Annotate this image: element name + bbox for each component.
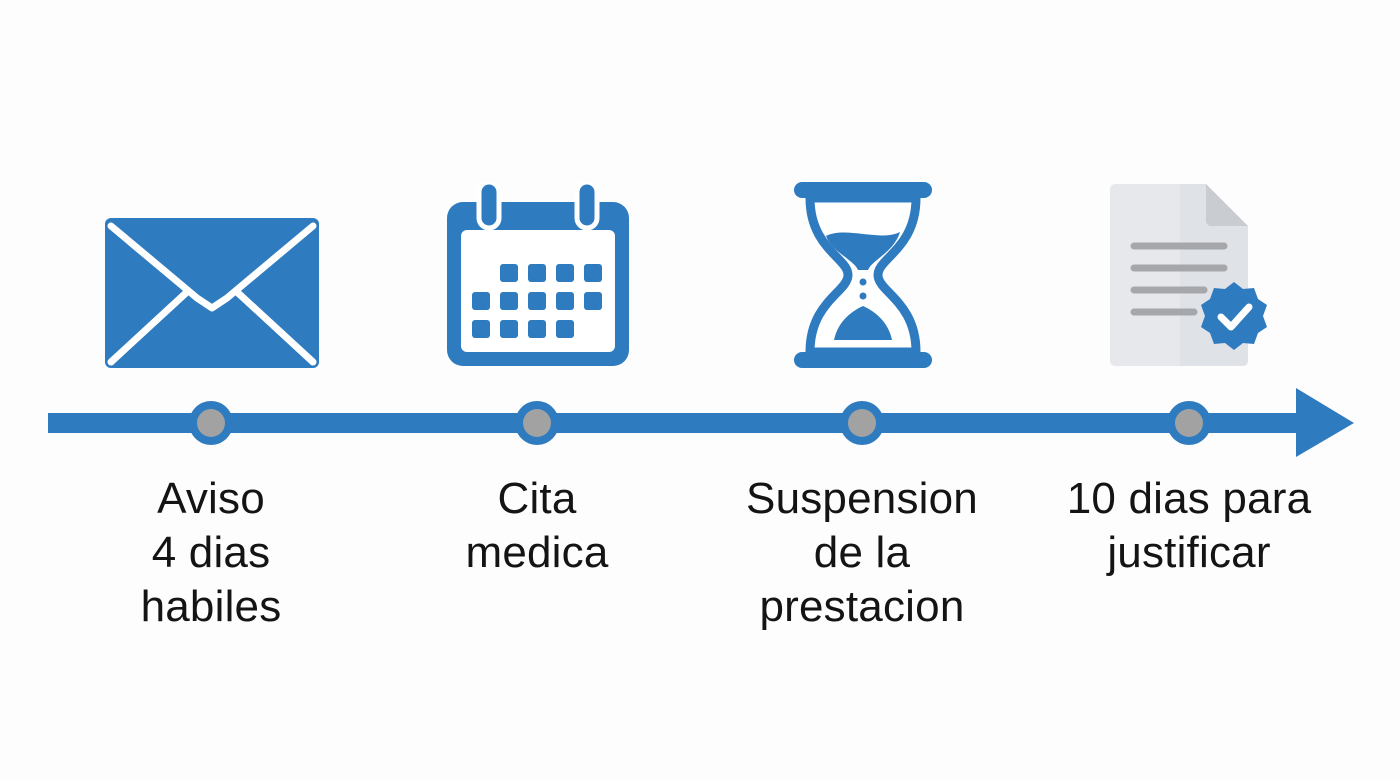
timeline-arrowhead	[1296, 388, 1354, 457]
step-label-suspension: Suspension de la prestacion	[702, 472, 1022, 634]
step-label-line: de la	[813, 528, 911, 577]
timeline-bar	[48, 413, 1308, 433]
step-label-justificar: 10 dias para justificar	[1029, 472, 1349, 580]
step-label-line: prestacion	[759, 582, 965, 631]
step-label-line: Aviso	[157, 474, 265, 523]
step-label-line: medica	[465, 528, 609, 577]
calendar-icon	[447, 182, 629, 366]
step-label-aviso: Aviso 4 dias habiles	[51, 472, 371, 634]
timeline-node	[515, 401, 559, 445]
timeline-node	[840, 401, 884, 445]
step-label-line: habiles	[140, 582, 282, 631]
timeline-node	[189, 401, 233, 445]
step-label-cita: Cita medica	[377, 472, 697, 580]
envelope-icon	[105, 218, 319, 368]
step-label-line: justificar	[1107, 528, 1271, 577]
timeline-node	[1167, 401, 1211, 445]
step-label-line: Suspension	[746, 474, 978, 523]
step-label-line: 10 dias para	[1066, 474, 1312, 523]
hourglass-icon	[794, 182, 932, 368]
certified-document-icon	[1110, 184, 1267, 366]
step-label-line: 4 dias	[151, 528, 271, 577]
step-label-line: Cita	[497, 474, 577, 523]
